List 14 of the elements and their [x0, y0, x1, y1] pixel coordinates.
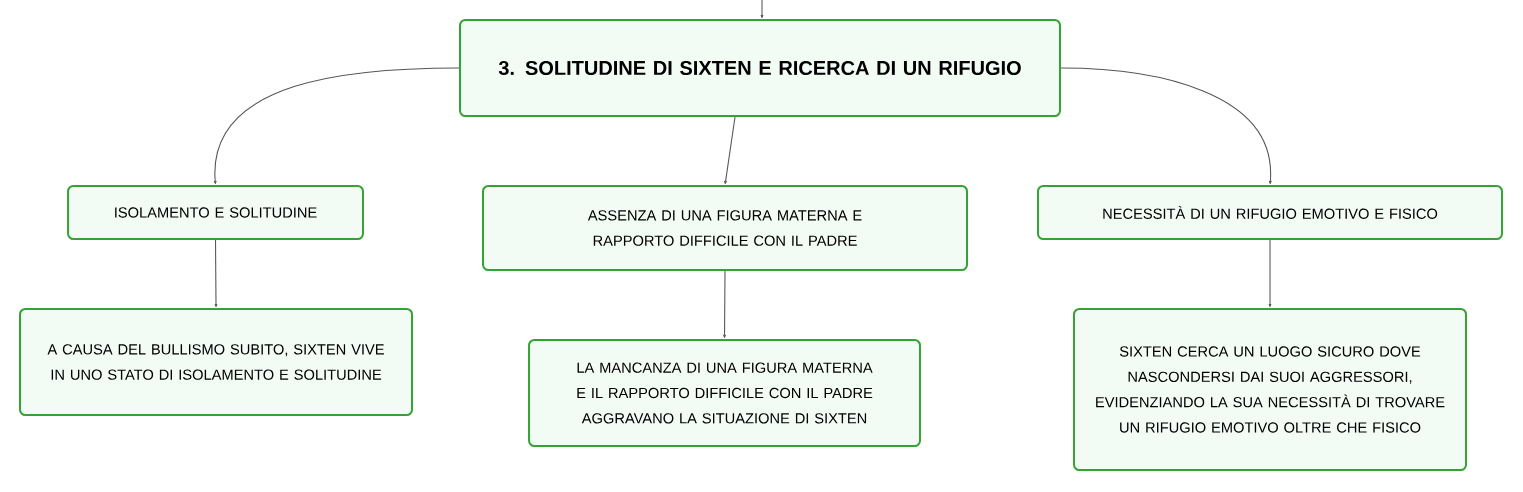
arrow [213, 67, 460, 185]
topic-box: ISOLAMENTO E SOLITUDINE [67, 184, 364, 241]
arrow [760, 0, 764, 19]
topic-box: SIXTEN CERCA UN LUOGO SICURO DOVE NASCONDERSI DAI SUOI AGGRESSORI, EVIDENZIANDO LA SUA NECESSITÀ DI TROVARE UN RIFUGIO EMOTIVO OLTRE CHE FISICO [1073, 307, 1467, 471]
topic-box: LA MANCANZA DI UNA FIGURA MATERNA E IL RAPPORTO DIFFICILE CON IL PADRE AGGRAVANO LA SITUAZIONE DI SIXTEN [528, 339, 921, 447]
arrow [1268, 239, 1272, 308]
arrow [214, 239, 218, 308]
title-box: 3. SOLITUDINE DI SIXTEN E RICERCA DI UN RIFUGIO [459, 19, 1061, 117]
arrow [723, 270, 726, 339]
topic-box: A CAUSA DEL BULLISMO SUBITO, SIXTEN VIVE IN UNO STATO DI ISOLAMENTO E SOLITUDINE [19, 308, 413, 416]
topic-box: NECESSITÀ DI UN RIFUGIO EMOTIVO E FISICO [1037, 184, 1503, 241]
arrow [1060, 67, 1272, 185]
topic-box: ASSENZA DI UNA FIGURA MATERNA E RAPPORTO DIFFICILE CON IL PADRE [482, 185, 968, 271]
arrow [724, 116, 736, 185]
